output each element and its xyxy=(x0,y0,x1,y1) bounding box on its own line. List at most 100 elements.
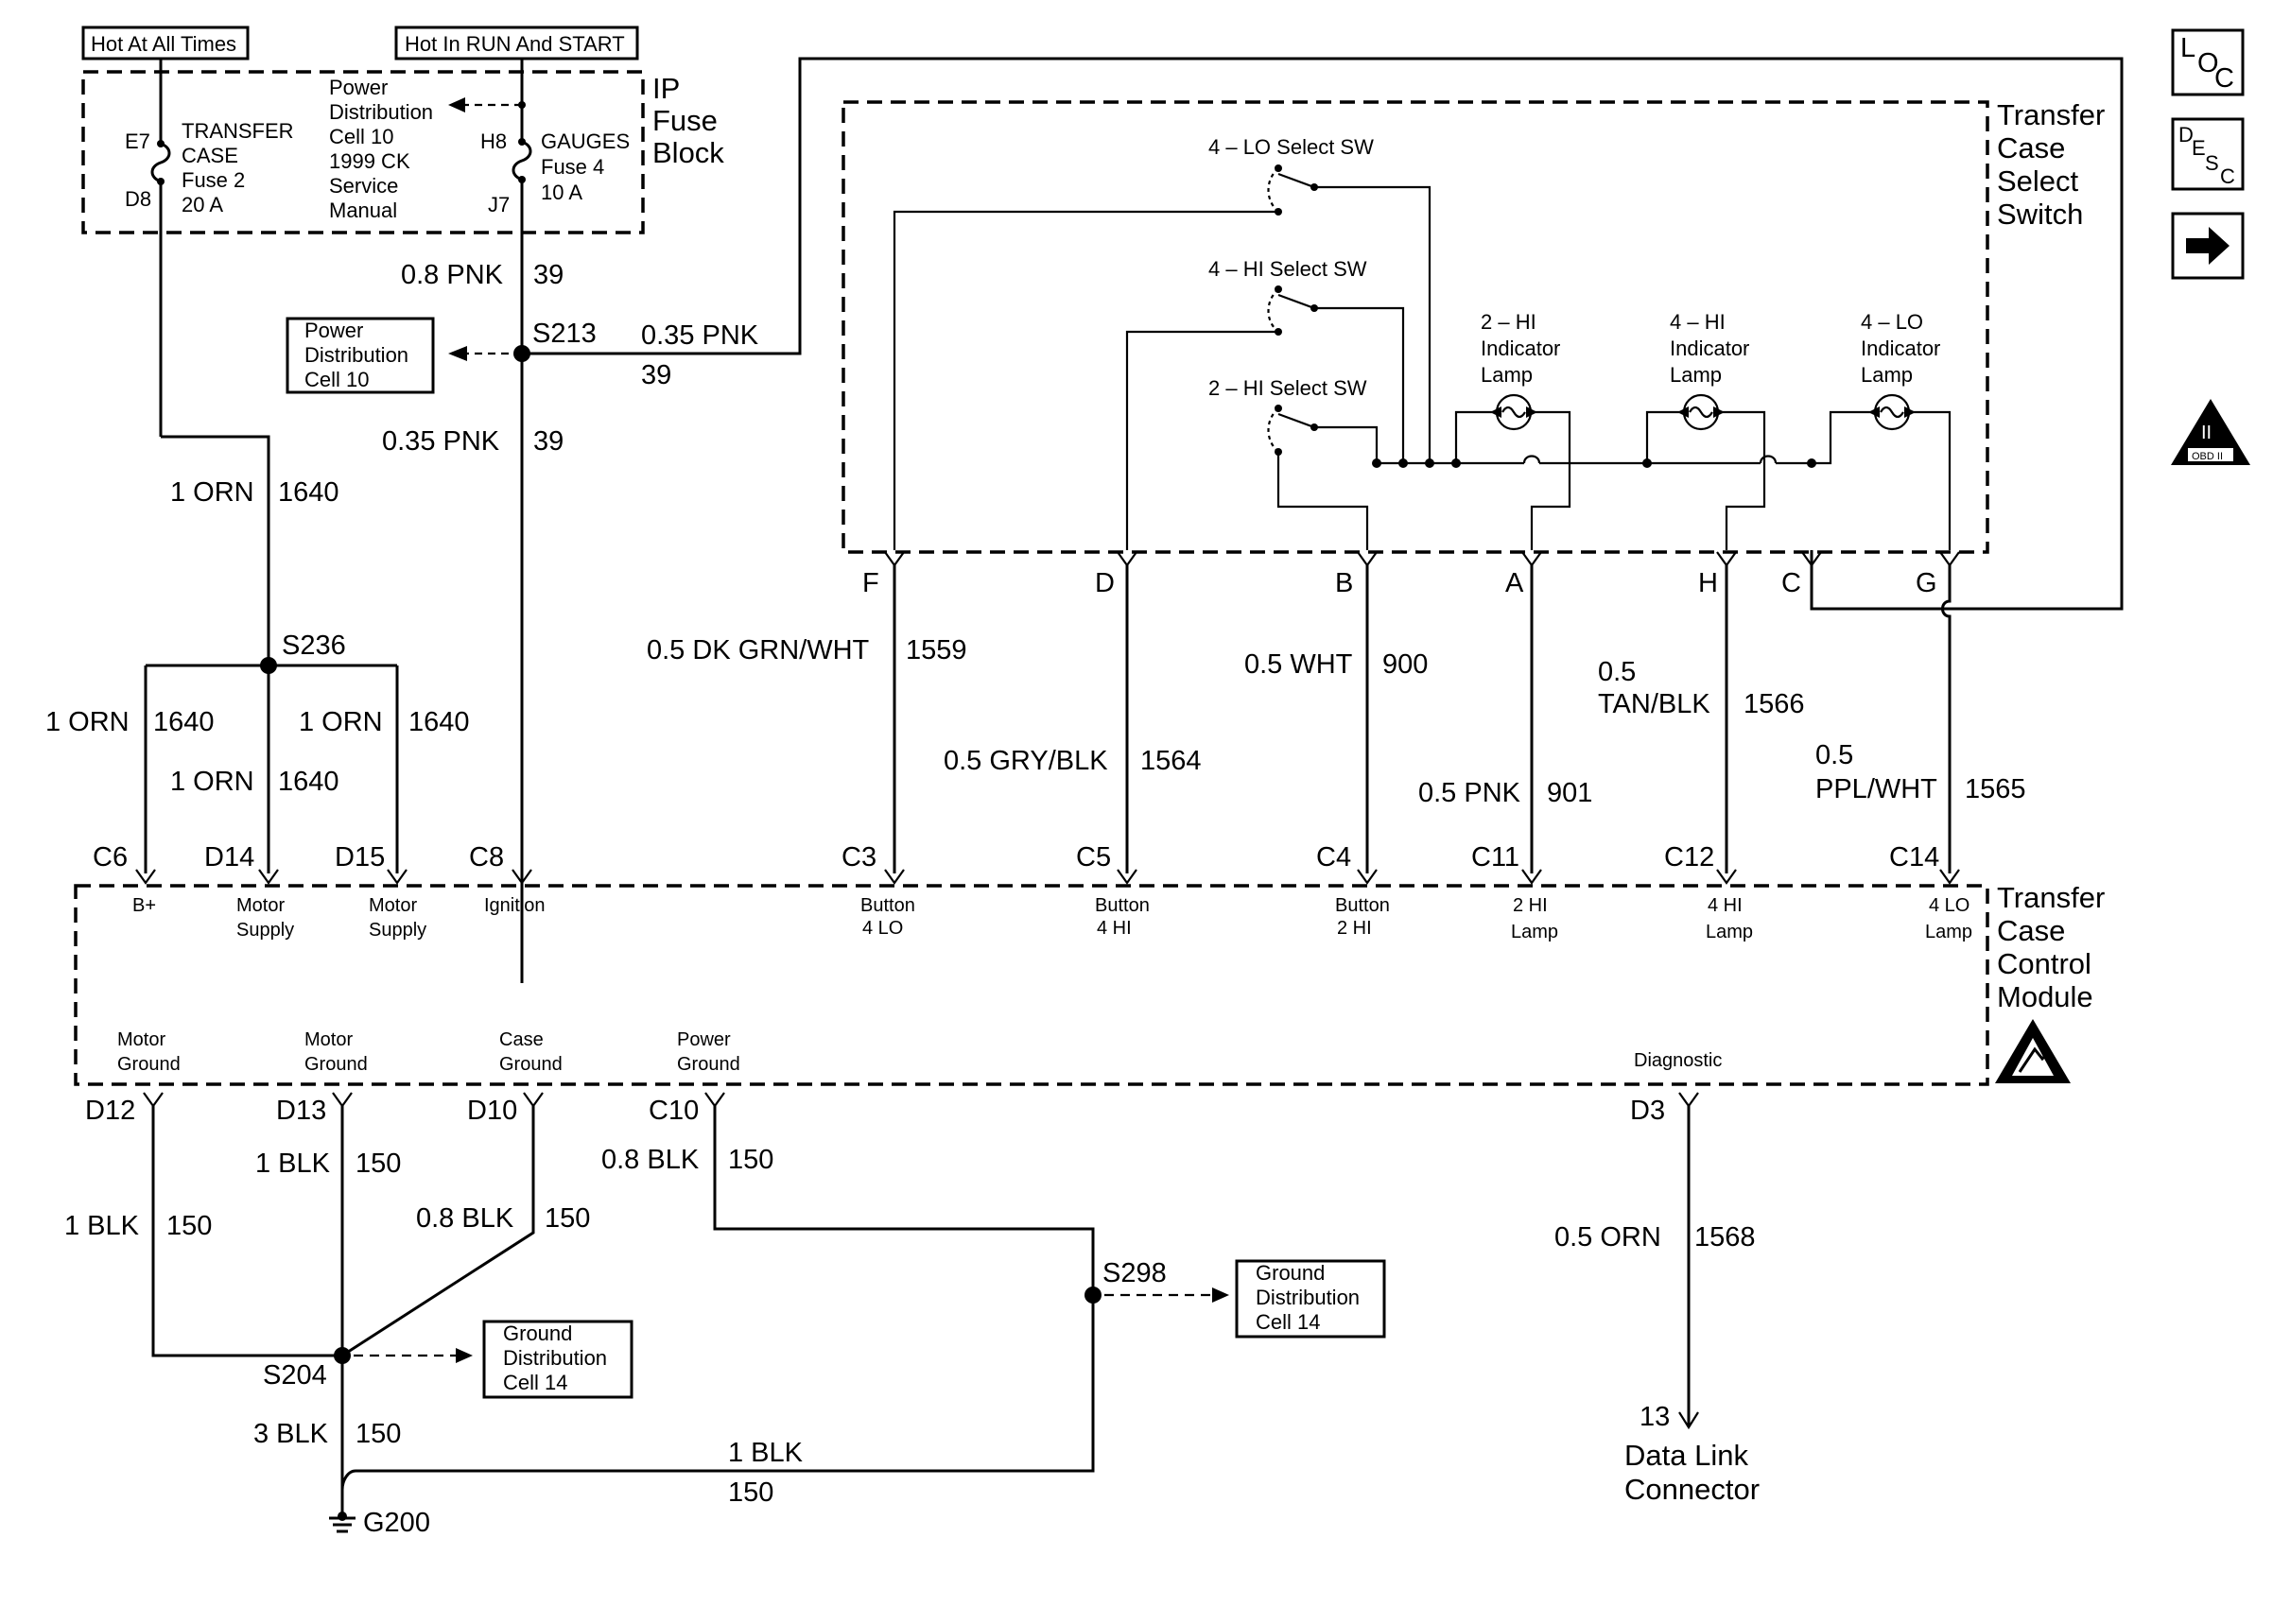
svg-text:Motor: Motor xyxy=(304,1029,353,1050)
svg-text:E: E xyxy=(2192,136,2206,160)
svg-text:D15: D15 xyxy=(335,842,385,872)
svg-text:2 HI: 2 HI xyxy=(1513,895,1548,916)
svg-text:C5: C5 xyxy=(1076,842,1111,872)
transfer-case-select-switch: Transfer Case Select Switch 4 – LO Selec… xyxy=(842,98,2105,598)
svg-text:Ground: Ground xyxy=(1256,1261,1325,1285)
svg-text:D3: D3 xyxy=(1630,1096,1665,1126)
splice-s298 xyxy=(1084,1287,1102,1304)
arrow-right-icon[interactable] xyxy=(2171,212,2245,280)
pin-f: F xyxy=(862,568,879,598)
svg-text:Supply: Supply xyxy=(369,920,426,941)
wire-d10-ground xyxy=(341,1106,535,1357)
lamp-4hi-label: 4 – HI xyxy=(1670,310,1726,334)
svg-text:0.5 GRY/BLK: 0.5 GRY/BLK xyxy=(944,746,1108,776)
svg-text:Lamp: Lamp xyxy=(1481,363,1533,387)
transfer-case-fuse: E7 D8 TRANSFER CASE Fuse 2 20 A xyxy=(125,59,294,437)
svg-text:Cell 14: Cell 14 xyxy=(503,1371,567,1394)
circuit-39: 39 xyxy=(533,260,564,290)
wire-d12-ground xyxy=(151,1106,342,1357)
svg-text:1559: 1559 xyxy=(906,635,967,665)
svg-text:1 ORN: 1 ORN xyxy=(170,767,254,797)
svg-text:1 BLK: 1 BLK xyxy=(728,1438,804,1468)
svg-text:OBD II: OBD II xyxy=(2192,451,2223,462)
svg-text:4 HI: 4 HI xyxy=(1097,918,1132,939)
svg-text:Lamp: Lamp xyxy=(1925,922,1972,942)
svg-text:1640: 1640 xyxy=(278,767,339,797)
svg-text:Distribution: Distribution xyxy=(1256,1286,1360,1309)
lamp-4lo-label: 4 – LO xyxy=(1861,310,1923,334)
hot-at-all-times-box: Hot At All Times xyxy=(81,26,250,60)
svg-text:Service: Service xyxy=(329,174,398,198)
svg-text:150: 150 xyxy=(728,1477,773,1508)
svg-text:150: 150 xyxy=(356,1419,401,1449)
svg-text:Lamp: Lamp xyxy=(1706,922,1753,942)
svg-text:II: II xyxy=(2201,423,2212,443)
svg-text:Manual: Manual xyxy=(329,199,397,222)
transfer-case-control-module: Transfer Case Control Module C6 D14 D15 … xyxy=(74,842,2105,1126)
ground-distribution-ref-box-a: Ground Distribution Cell 14 xyxy=(482,1320,633,1399)
svg-text:0.8 BLK: 0.8 BLK xyxy=(601,1145,700,1175)
svg-text:1 ORN: 1 ORN xyxy=(170,477,254,508)
fuse-element xyxy=(150,59,171,437)
wire-label-035-pnk-right: 0.35 PNK xyxy=(641,320,759,351)
sw-4lo-label: 4 – LO Select SW xyxy=(1208,135,1374,159)
svg-text:150: 150 xyxy=(545,1203,590,1234)
svg-text:Ignition: Ignition xyxy=(484,895,546,916)
svg-text:Case: Case xyxy=(1997,914,2065,947)
svg-text:S298: S298 xyxy=(1102,1258,1167,1288)
lamp-4hi-indicator xyxy=(1645,393,1766,550)
svg-text:GAUGES: GAUGES xyxy=(541,130,630,153)
svg-text:D13: D13 xyxy=(276,1096,326,1126)
control-module-title: Transfer xyxy=(1997,881,2105,914)
loc-icon[interactable]: L O C xyxy=(2171,28,2245,96)
svg-text:Indicator: Indicator xyxy=(1670,337,1749,360)
svg-text:1640: 1640 xyxy=(153,707,215,737)
fuse-pin-e7: E7 xyxy=(125,130,150,153)
svg-text:C: C xyxy=(2214,63,2234,94)
svg-text:2 HI: 2 HI xyxy=(1337,918,1372,939)
wire-1-orn-main xyxy=(161,435,270,665)
svg-text:D14: D14 xyxy=(204,842,254,872)
data-link-connector-label: Data Link xyxy=(1624,1439,1748,1472)
hot-at-all-times-label: Hot At All Times xyxy=(91,32,236,56)
svg-text:0.8 BLK: 0.8 BLK xyxy=(416,1203,514,1234)
fuse-block-title: IP xyxy=(652,72,680,105)
svg-text:0.5 DK GRN/WHT: 0.5 DK GRN/WHT xyxy=(647,635,870,665)
svg-text:S236: S236 xyxy=(282,631,346,661)
svg-text:Indicator: Indicator xyxy=(1481,337,1560,360)
svg-text:Fuse 4: Fuse 4 xyxy=(541,155,604,179)
svg-text:C12: C12 xyxy=(1664,842,1714,872)
svg-text:PPL/WHT: PPL/WHT xyxy=(1815,774,1937,804)
fuse-pin-d8: D8 xyxy=(125,187,151,211)
esd-warning-icon xyxy=(1995,1019,2071,1083)
svg-text:C14: C14 xyxy=(1889,842,1939,872)
svg-text:39: 39 xyxy=(641,360,671,390)
svg-text:Distribution: Distribution xyxy=(329,100,433,124)
select-switch-terminals xyxy=(884,551,1960,567)
fuse-pin-j7: J7 xyxy=(488,193,510,216)
svg-text:Button: Button xyxy=(860,895,915,916)
lamp-4lo-indicator xyxy=(1812,393,1952,550)
svg-text:Control: Control xyxy=(1997,947,2091,980)
dlc-pin-13: 13 xyxy=(1640,1402,1670,1432)
svg-text:901: 901 xyxy=(1547,778,1592,808)
svg-text:1566: 1566 xyxy=(1744,689,1805,719)
svg-text:Select: Select xyxy=(1997,164,2079,198)
svg-text:1 ORN: 1 ORN xyxy=(299,707,383,737)
svg-text:Fuse: Fuse xyxy=(652,104,718,137)
svg-text:4 LO: 4 LO xyxy=(1929,895,1969,916)
svg-text:Ground: Ground xyxy=(499,1054,563,1075)
svg-text:1640: 1640 xyxy=(408,707,470,737)
svg-text:TRANSFER: TRANSFER xyxy=(182,119,294,143)
svg-text:Motor: Motor xyxy=(369,895,417,916)
desc-icon[interactable]: D E S C xyxy=(2171,117,2245,191)
svg-text:150: 150 xyxy=(728,1145,773,1175)
svg-text:L: L xyxy=(2180,33,2195,63)
svg-text:1564: 1564 xyxy=(1140,746,1202,776)
svg-text:Lamp: Lamp xyxy=(1861,363,1913,387)
svg-text:4 LO: 4 LO xyxy=(862,918,903,939)
svg-text:0.5 WHT: 0.5 WHT xyxy=(1244,649,1353,680)
obd-ii-icon: II OBD II xyxy=(2171,399,2250,465)
svg-text:Distribution: Distribution xyxy=(304,343,408,367)
svg-text:TAN/BLK: TAN/BLK xyxy=(1598,689,1710,719)
